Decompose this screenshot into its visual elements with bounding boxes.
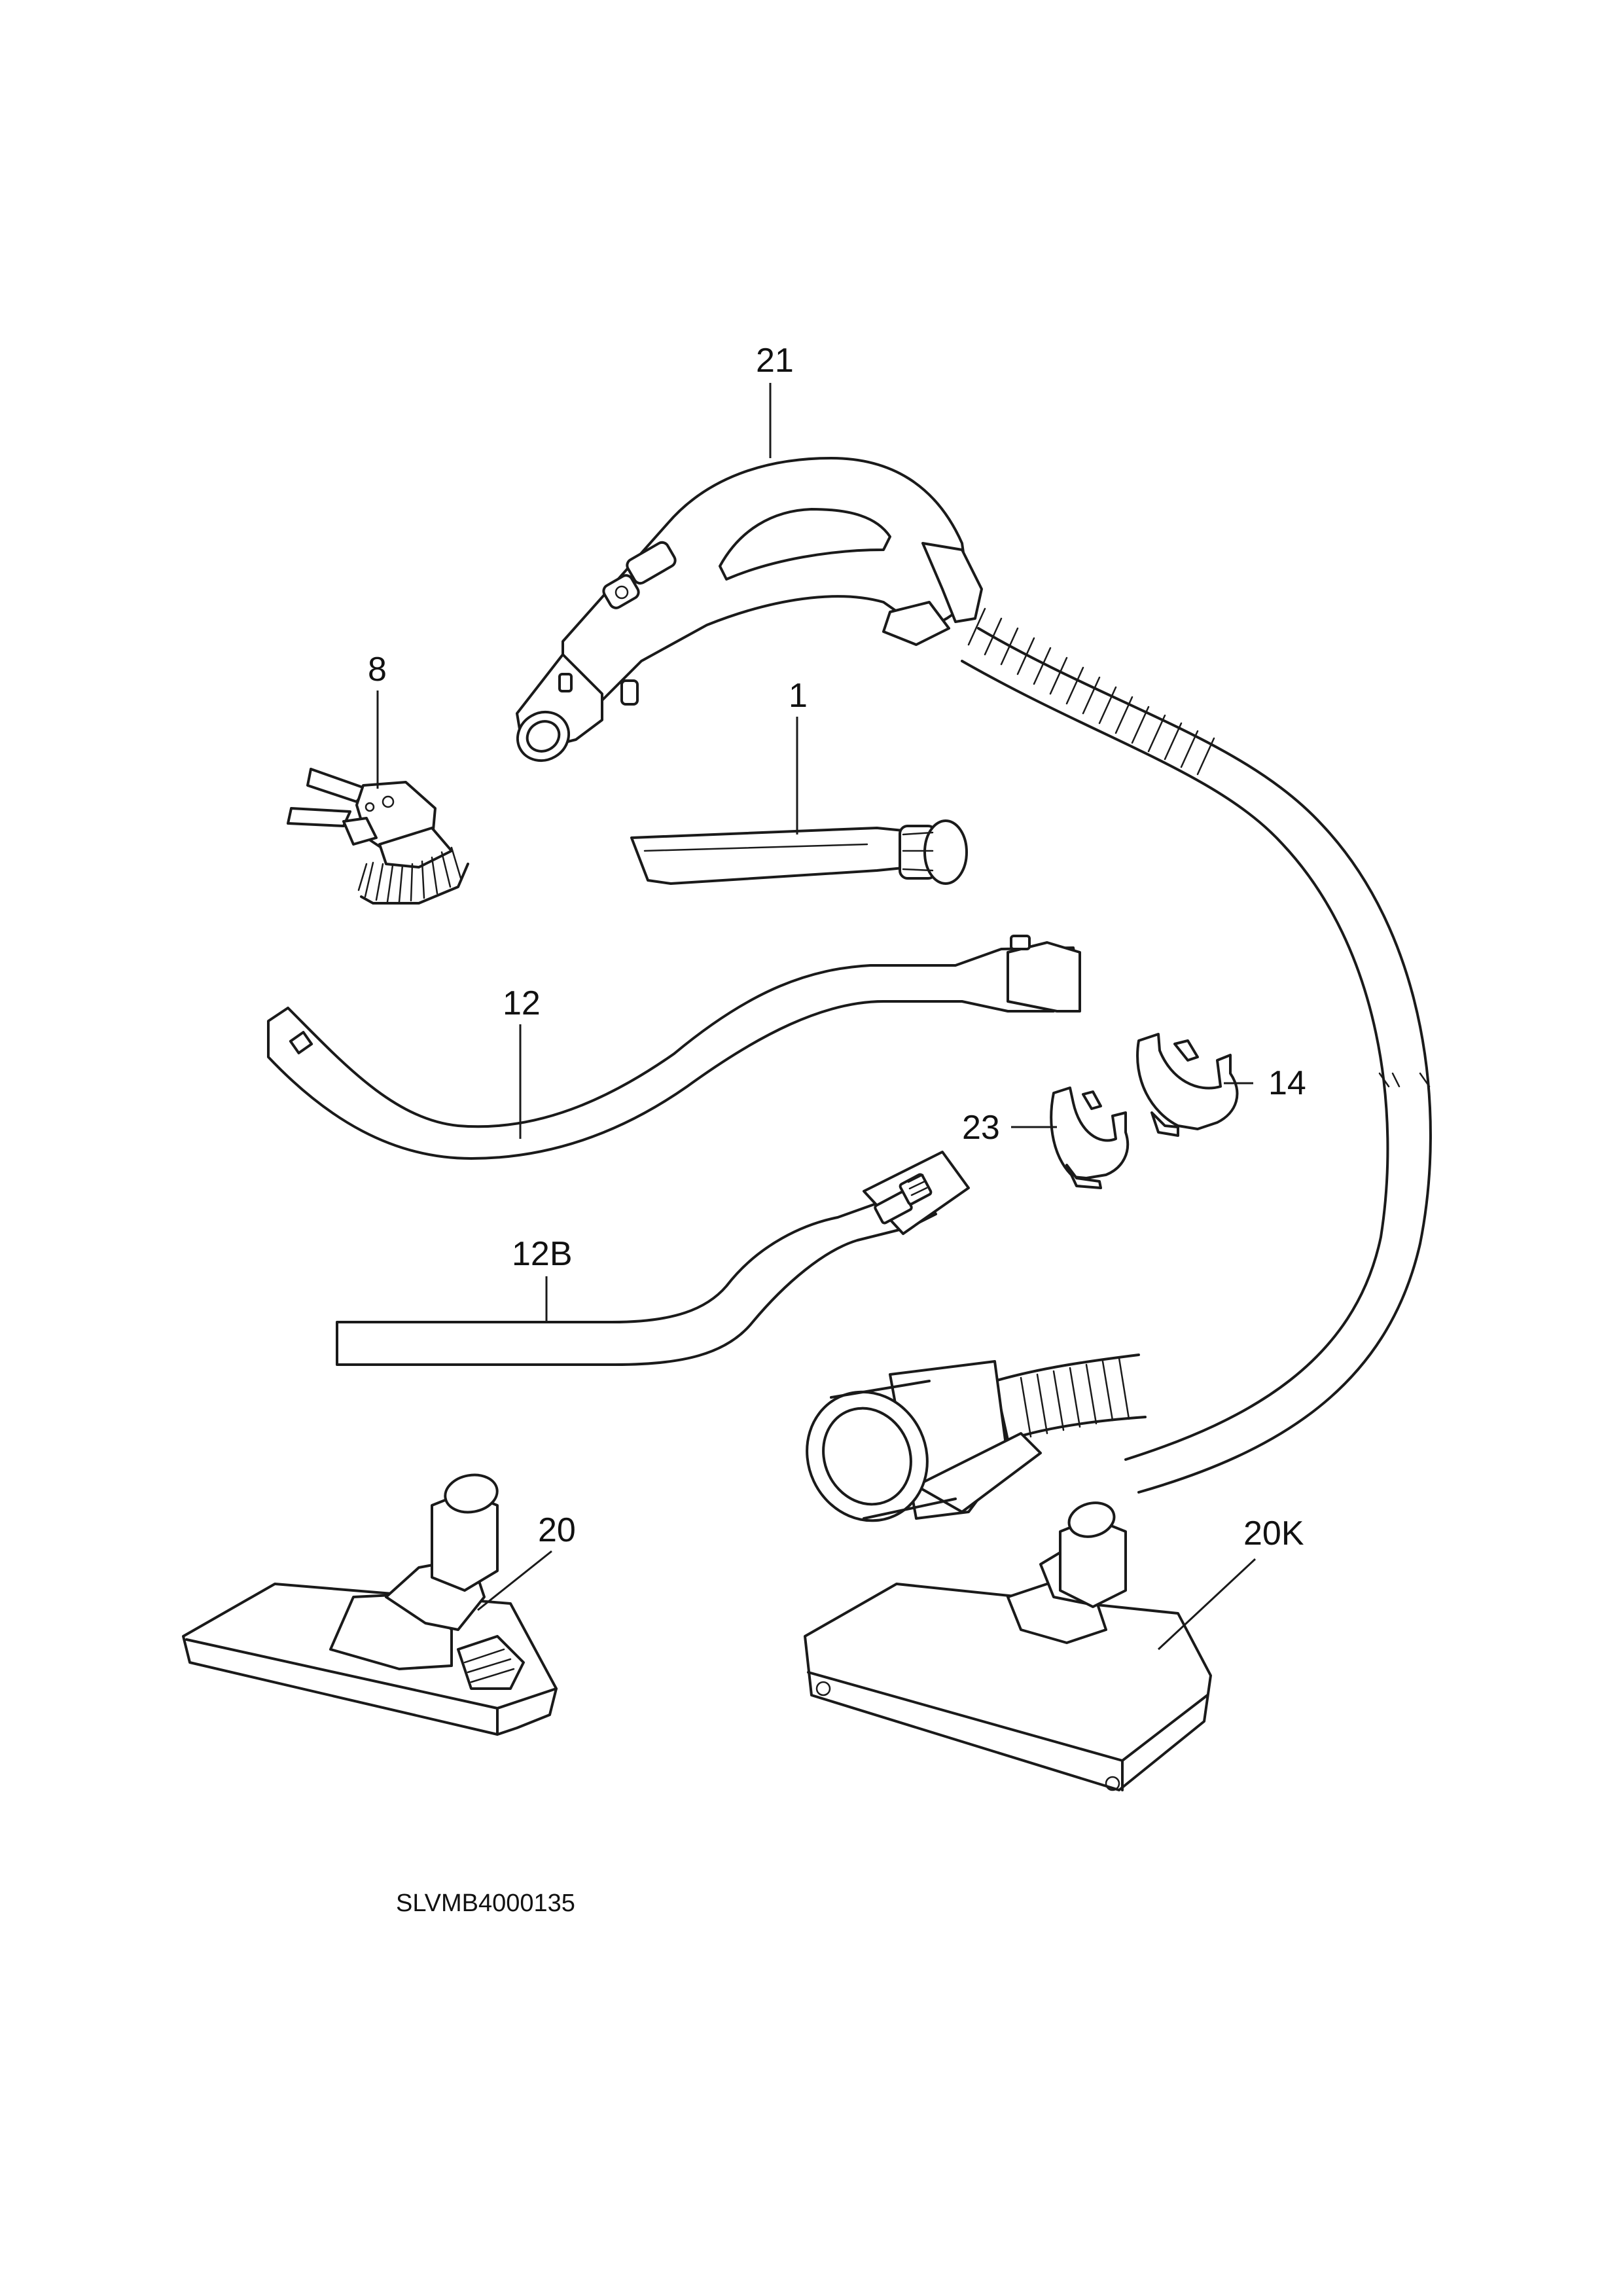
handle-grip bbox=[562, 457, 983, 702]
drawing-code: SLVMB4000135 bbox=[396, 1890, 575, 1917]
handle-wand-end bbox=[516, 653, 639, 762]
part-20k-floor-nozzle bbox=[804, 1501, 1212, 1791]
label-23: 23 bbox=[962, 1109, 1000, 1147]
label-21: 21 bbox=[756, 342, 794, 380]
part-20-floor-nozzle bbox=[182, 1473, 558, 1736]
part-8-dusting-brush bbox=[287, 768, 469, 905]
hose-corrugation-bottom bbox=[993, 1354, 1147, 1441]
brush-bristles bbox=[357, 846, 469, 905]
label-20: 20 bbox=[538, 1511, 576, 1549]
hose-end-connector bbox=[806, 1360, 1042, 1522]
hose-corrugation-top bbox=[967, 607, 1215, 776]
label-12b: 12B bbox=[512, 1235, 573, 1273]
label-14: 14 bbox=[1268, 1064, 1306, 1102]
label-1: 1 bbox=[789, 677, 808, 715]
part-21-hose-handle bbox=[516, 457, 1432, 1522]
part-12-curved-wand bbox=[267, 935, 1081, 1160]
label-20k: 20K bbox=[1243, 1515, 1304, 1552]
part-12b-wand bbox=[336, 1151, 970, 1366]
label-12: 12 bbox=[503, 984, 541, 1022]
part-labels: 21 8 1 12 14 23 12B 20 20K SLVMB4000135 bbox=[368, 342, 1306, 1917]
leader-lines bbox=[376, 383, 1257, 1651]
part-14-clip bbox=[1136, 1033, 1239, 1137]
part-23-clip bbox=[1050, 1086, 1130, 1189]
part-1-crevice-tool bbox=[630, 819, 968, 885]
label-8: 8 bbox=[368, 651, 387, 689]
